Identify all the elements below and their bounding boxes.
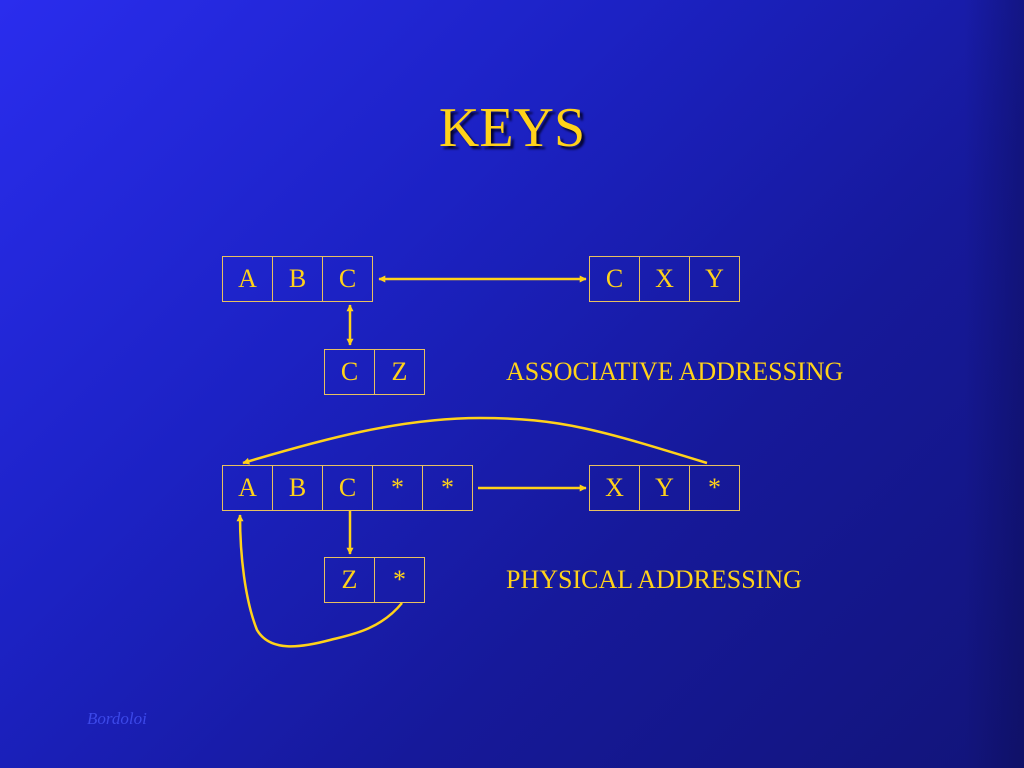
assoc-record-abc-cell-c: C bbox=[322, 256, 373, 302]
phys-record-abc: A B C * * bbox=[222, 465, 473, 511]
assoc-record-abc: A B C bbox=[222, 256, 373, 302]
phys-record-z-pointer: * bbox=[374, 557, 425, 603]
assoc-record-cxy: C X Y bbox=[589, 256, 740, 302]
associative-addressing-label: ASSOCIATIVE ADDRESSING bbox=[506, 357, 844, 386]
phys-record-z: Z * bbox=[324, 557, 425, 603]
physical-addressing-label: PHYSICAL ADDRESSING bbox=[506, 565, 802, 594]
phys-record-abc-pointer-2: * bbox=[422, 465, 473, 511]
slide-edge-shadow bbox=[964, 0, 1024, 768]
slide-title: KEYS bbox=[438, 97, 586, 159]
assoc-record-cz: C Z bbox=[324, 349, 425, 395]
phys-link-xy-pointer-to-a bbox=[242, 416, 708, 465]
assoc-record-cxy-cell-y: Y bbox=[689, 256, 740, 302]
footer-author: Bordoloi bbox=[87, 709, 147, 728]
phys-record-xy-pointer: * bbox=[689, 465, 740, 511]
phys-record-xy: X Y * bbox=[589, 465, 740, 511]
phys-link-z-pointer-to-a bbox=[236, 514, 403, 648]
assoc-record-cz-cell-z: Z bbox=[374, 349, 425, 395]
